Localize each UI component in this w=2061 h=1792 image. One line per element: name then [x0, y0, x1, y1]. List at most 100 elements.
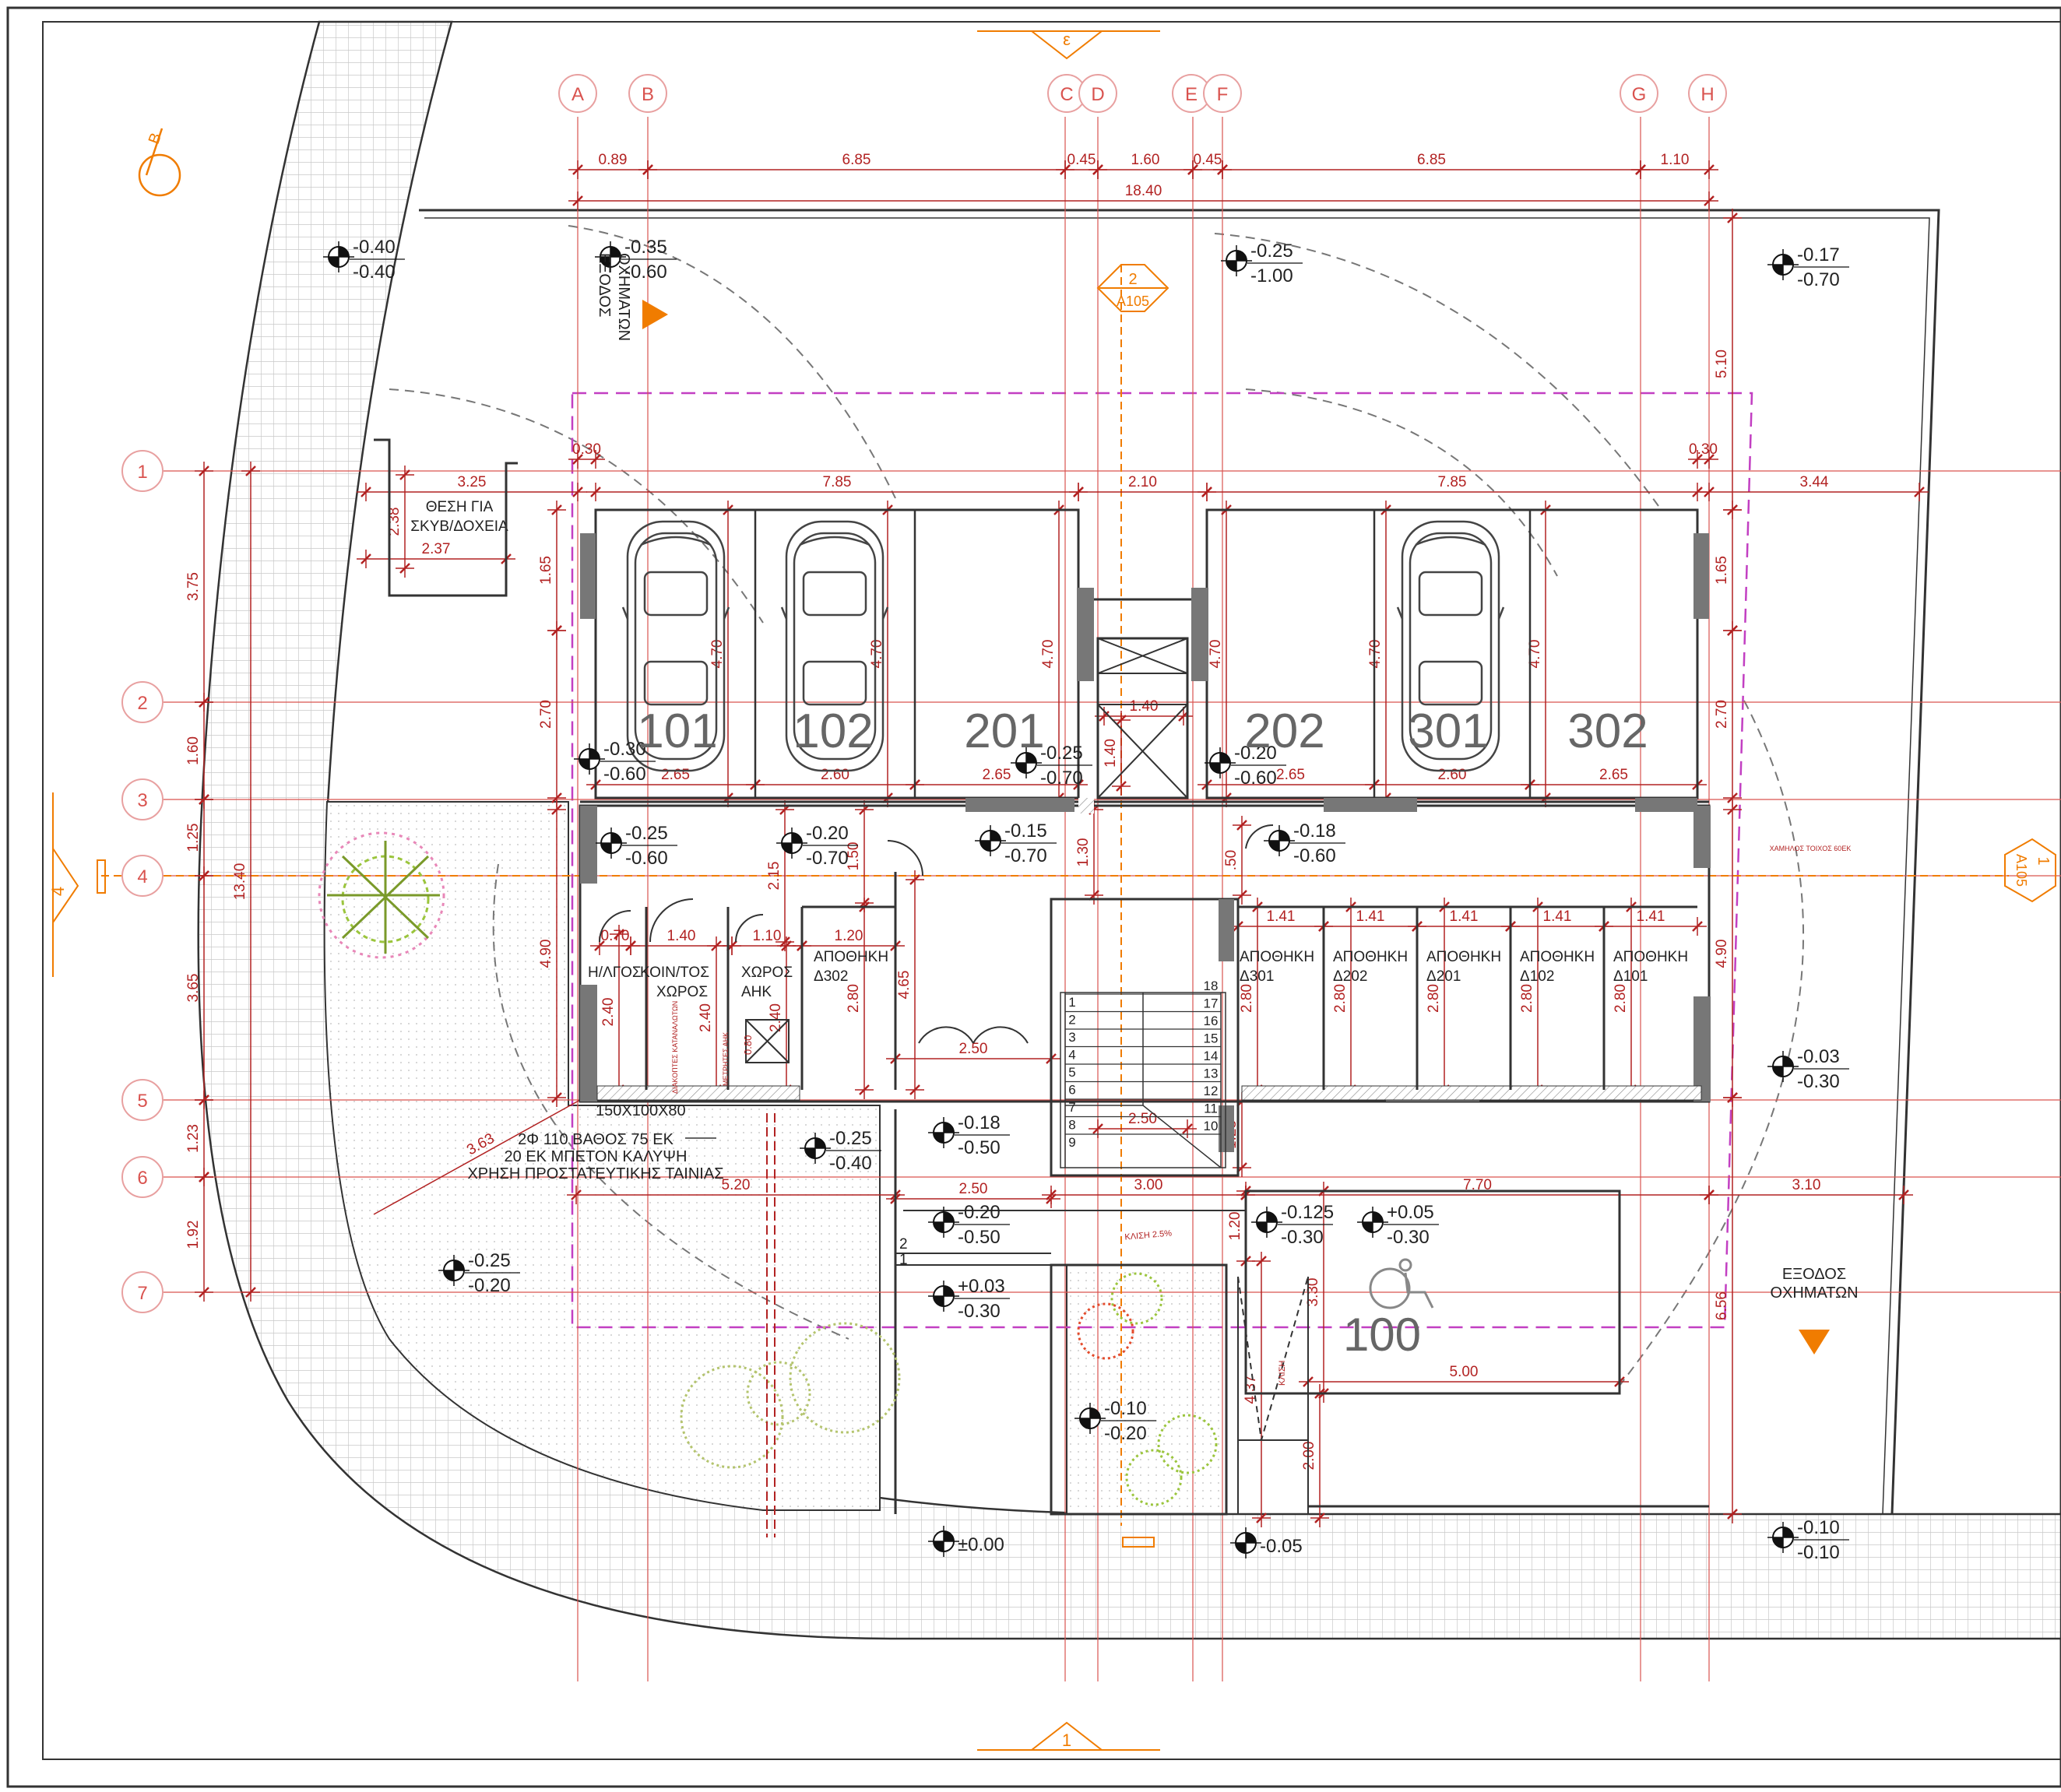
dimension-label: 2.00: [1301, 1442, 1317, 1470]
level-top-value: -0.25: [625, 823, 668, 844]
section-marker-right-label: 1: [2035, 856, 2052, 865]
stair-step-number: 18: [1204, 979, 1219, 993]
section-marker-left-label: 4: [48, 887, 68, 896]
stair-step-number: 13: [1204, 1066, 1219, 1081]
exit-arrow-right: [1799, 1330, 1830, 1355]
dimension-label: 1.65: [1714, 556, 1730, 585]
drain-note: 2Φ 110 ΒΑΘΟΣ 75 ΕΚ: [518, 1131, 674, 1148]
room-label: Η/ΛΓΟΣ: [588, 965, 642, 981]
drain-note: ΧΡΗΣΗ ΠΡΟΣΤΑΤΕΥΤΙΚΗΣ ΤΑΙΝΙΑΣ: [467, 1165, 723, 1182]
level-bottom-value: -0.30: [958, 1301, 1001, 1322]
room-label: ΧΩΡΟΣ: [656, 984, 708, 1000]
grid-bubble-row: [121, 778, 164, 820]
dimension-label: 4.70: [869, 640, 885, 669]
grid-bubble-col: [1688, 74, 1727, 113]
level-marker: -0.10-0.20: [1074, 1398, 1156, 1444]
exit-arrow-top: [642, 300, 668, 329]
room-label: ΑΗΚ: [741, 984, 772, 1000]
sheet-border-inner: [42, 21, 2061, 1760]
level-marker: +0.03-0.30: [928, 1276, 1010, 1322]
parking-dividers: [754, 510, 1532, 798]
dimension-label: 1.50: [846, 842, 862, 871]
stair-step-number: 9: [1068, 1135, 1075, 1150]
level-top-value: -0.20: [806, 823, 849, 844]
grid-bubble-row: [121, 855, 164, 897]
dimension-label: 4.90: [538, 940, 554, 968]
dimension-label: 1.41: [1356, 908, 1385, 925]
dimension-label: 1.41: [1637, 908, 1665, 925]
parking-spot-number: 201: [964, 705, 1044, 758]
dimension-label: 2.40: [600, 998, 617, 1027]
landscape-left: [323, 801, 881, 1511]
dimension-label: 7.85: [1438, 474, 1467, 490]
tree-flowering-left: [318, 831, 445, 959]
grid-bubble-col: [558, 74, 597, 113]
dimension-label: 6.56: [1714, 1291, 1730, 1320]
ramp-slope-note: ΚΛΙΣΗ 2.5%: [1124, 1228, 1173, 1242]
level-marker: -0.10-0.10: [1767, 1517, 1849, 1563]
dimension-label: 2.80: [1426, 984, 1442, 1013]
level-marker: -0.125-0.30: [1251, 1202, 1334, 1248]
grid-row-label: 5: [137, 1091, 147, 1112]
storage-code: Δ102: [1520, 968, 1554, 985]
entrance-ramp: [895, 1210, 1309, 1514]
dimension-label: 5.10: [1714, 350, 1730, 378]
dimension-label: 7.70: [1463, 1177, 1492, 1193]
storage-name: ΑΠΟΘΗΚΗ: [1426, 949, 1501, 965]
parking-spot-number: 202: [1244, 705, 1324, 758]
stair-step-number: 2: [1068, 1013, 1075, 1028]
dimension-label: 1.20: [1227, 1212, 1243, 1241]
dimension-label: 6.85: [1417, 152, 1446, 168]
level-top-value: -0.17: [1797, 244, 1840, 265]
level-marker: -0.03-0.30: [1767, 1046, 1849, 1092]
bin-area-label: ΘΕΣΗ ΓΙΑ: [426, 499, 494, 515]
dimension-label: 2.50: [959, 1041, 988, 1057]
plot-boundary: [419, 209, 1940, 1515]
dimension-label: 0.70: [601, 928, 630, 944]
dimension-label: 3.25: [458, 474, 487, 490]
stair-step-number: 5: [1068, 1065, 1075, 1080]
dimension-label: 2.80: [1613, 984, 1629, 1013]
dimension-label: 3.00: [1134, 1177, 1163, 1193]
level-marker: -0.25-0.70: [1011, 743, 1092, 789]
section-marker-top: [977, 30, 1160, 60]
level-top-value: -0.30: [603, 739, 646, 760]
dimension-label: 4.70: [709, 640, 726, 669]
grid-bubble-row: [121, 681, 164, 723]
level-top-value: -0.25: [1250, 241, 1293, 262]
stair-step-number: 17: [1204, 996, 1219, 1011]
dimension-label: 4.65: [896, 971, 913, 1000]
grid-row-label: 2: [137, 693, 147, 714]
level-bottom-value: -0.30: [1281, 1227, 1324, 1248]
dimension-label: 7.85: [823, 474, 852, 490]
step-ref: 1: [899, 1252, 908, 1268]
dimension-label: 2.80: [1519, 984, 1535, 1013]
dimension-label: 1.41: [1267, 908, 1296, 925]
room-label: ΧΩΡΟΣ: [741, 965, 793, 981]
pit-dimension: 0.80: [742, 1035, 754, 1055]
level-bottom-value: -0.70: [806, 848, 849, 869]
grid-bubble-col: [1078, 74, 1117, 113]
shrubs-left: [680, 1322, 901, 1469]
level-bottom-value: -0.60: [624, 262, 667, 283]
dimension-label: 3.44: [1800, 474, 1829, 490]
exit-label: ΟΧΗΜΑΤΩΝ: [1770, 1284, 1858, 1302]
room-label: Δ302: [814, 968, 848, 985]
shrubs-center: [1077, 1272, 1218, 1506]
pavement-tiles: [197, 20, 2061, 1640]
level-marker: -0.25-1.00: [1221, 241, 1303, 286]
stair-step-number: 10: [1204, 1119, 1219, 1133]
dimension-label: 1.41: [1450, 908, 1479, 925]
bin-area-label: ΣΚΥΒ/ΔΟΧΕΙΑ: [410, 518, 508, 535]
section-marker-right-ref: A105: [2014, 854, 2029, 887]
grid-col-label: B: [642, 84, 654, 105]
dimension-label: 0.89: [599, 152, 628, 168]
level-bottom-value: -0.50: [958, 1137, 1001, 1158]
level-bottom-value: -0.70: [1040, 768, 1083, 789]
stair-step-number: 8: [1068, 1118, 1075, 1133]
parking-spot-number: 101: [637, 705, 717, 758]
sheet-border-outer: [6, 6, 2061, 1788]
level-marker: -0.18-0.60: [1264, 820, 1345, 866]
level-marker: -0.20 -0.70: [776, 823, 858, 869]
level-bottom-value: -0.60: [1293, 845, 1336, 866]
